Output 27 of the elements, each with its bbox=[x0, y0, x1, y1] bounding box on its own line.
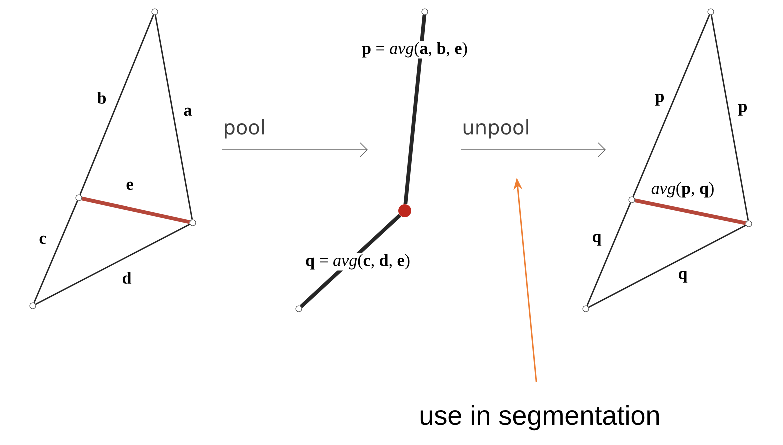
edge-label: p bbox=[654, 93, 666, 107]
edge-label: d bbox=[121, 271, 133, 285]
mesh-edge bbox=[80, 14, 154, 196]
mesh-edge bbox=[632, 14, 710, 198]
edge-label: q = avg(c, d, e) bbox=[304, 253, 412, 271]
mesh-edge bbox=[404, 15, 427, 205]
mesh-edge bbox=[82, 196, 190, 224]
edge-label: avg(p, q) bbox=[650, 181, 716, 199]
edge-label: e bbox=[125, 180, 135, 192]
mesh-edge bbox=[586, 202, 632, 306]
edge-label: q bbox=[677, 270, 689, 284]
mesh-edge bbox=[36, 224, 190, 306]
edge-label: p = avg(a, b, e) bbox=[361, 41, 469, 59]
mesh-edge bbox=[588, 224, 746, 308]
step-label: unpool bbox=[464, 119, 528, 139]
mesh-edge bbox=[154, 15, 194, 220]
edge-label: p bbox=[737, 103, 749, 117]
mesh-edge bbox=[34, 200, 78, 304]
edge-label: q bbox=[591, 233, 603, 247]
edge-label: a bbox=[182, 106, 194, 118]
edge-label: c bbox=[38, 234, 48, 246]
vertex-dot bbox=[398, 204, 412, 218]
mesh-edge bbox=[710, 15, 750, 221]
step-label: pool bbox=[225, 119, 264, 139]
caption-text: use in segmentation bbox=[420, 405, 660, 431]
mesh-edge bbox=[634, 198, 746, 226]
edge-label: b bbox=[96, 91, 108, 105]
